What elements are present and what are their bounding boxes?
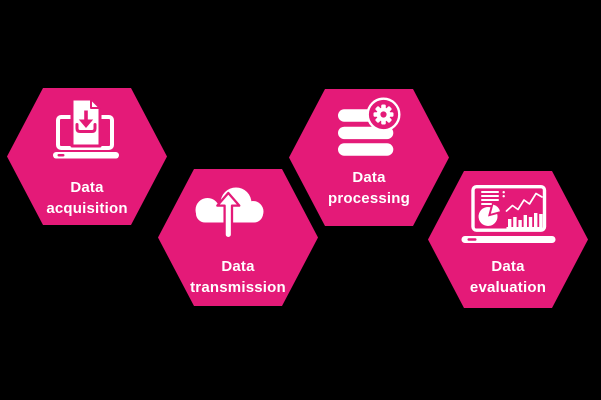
step-label-line2: evaluation (469, 279, 547, 296)
step-label-line1: Data (221, 258, 255, 275)
step-label: Data evaluation (428, 256, 588, 298)
hex-data-transmission: Data transmission (158, 169, 318, 306)
step-label: Data processing (289, 167, 449, 209)
cloud-upload-icon (195, 187, 264, 240)
hex-data-acquisition: Data acquisition (7, 88, 167, 225)
step-label-line2: acquisition (46, 200, 128, 217)
step-label-line1: Data (491, 258, 525, 275)
hex-data-evaluation: Data evaluation (428, 171, 588, 308)
step-label-line1: Data (70, 179, 104, 196)
step-label-line1: Data (352, 169, 386, 186)
laptop-download-icon (53, 98, 119, 159)
step-label: Data acquisition (7, 177, 167, 219)
database-gear-icon (338, 97, 401, 156)
step-label-line2: transmission (190, 279, 286, 296)
step-label: Data transmission (158, 256, 318, 298)
hex-data-processing: Data processing (289, 89, 449, 226)
laptop-analytics-icon (461, 185, 556, 243)
step-label-line2: processing (327, 190, 411, 207)
